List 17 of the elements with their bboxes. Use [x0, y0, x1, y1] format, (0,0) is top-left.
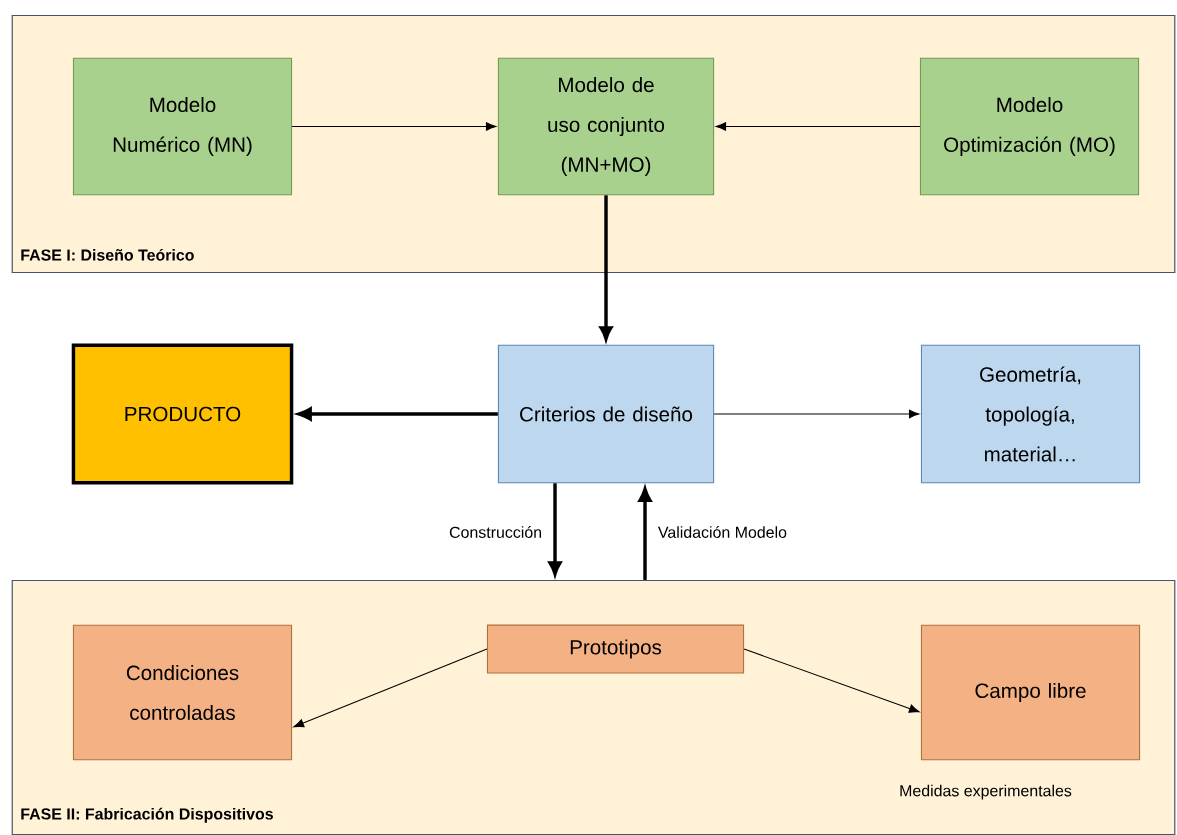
arrow [291, 122, 497, 131]
caption-text: Medidas experimentales [900, 784, 1072, 800]
model-box: Modelo Numérico (MN) [72, 57, 293, 196]
model-box: Modelo Optimización (MO) [919, 57, 1140, 196]
process-box: Geometría, topología, material… [920, 344, 1141, 484]
edge-label: Construcción [446, 523, 545, 541]
arrow [713, 409, 920, 419]
arrow [293, 648, 488, 728]
process-box: Prototipos [486, 624, 745, 674]
process-box: Criterios de diseño [497, 344, 715, 484]
product-box: PRODUCTO [71, 343, 294, 485]
process-box: Campo libre [920, 624, 1141, 761]
arrow [715, 122, 921, 131]
model-box: Modelo de uso conjunto (MN+MO) [497, 57, 715, 196]
edge-label: Validación Modelo [655, 523, 790, 541]
process-box: Condiciones controladas [72, 624, 293, 761]
arrow [743, 648, 920, 713]
